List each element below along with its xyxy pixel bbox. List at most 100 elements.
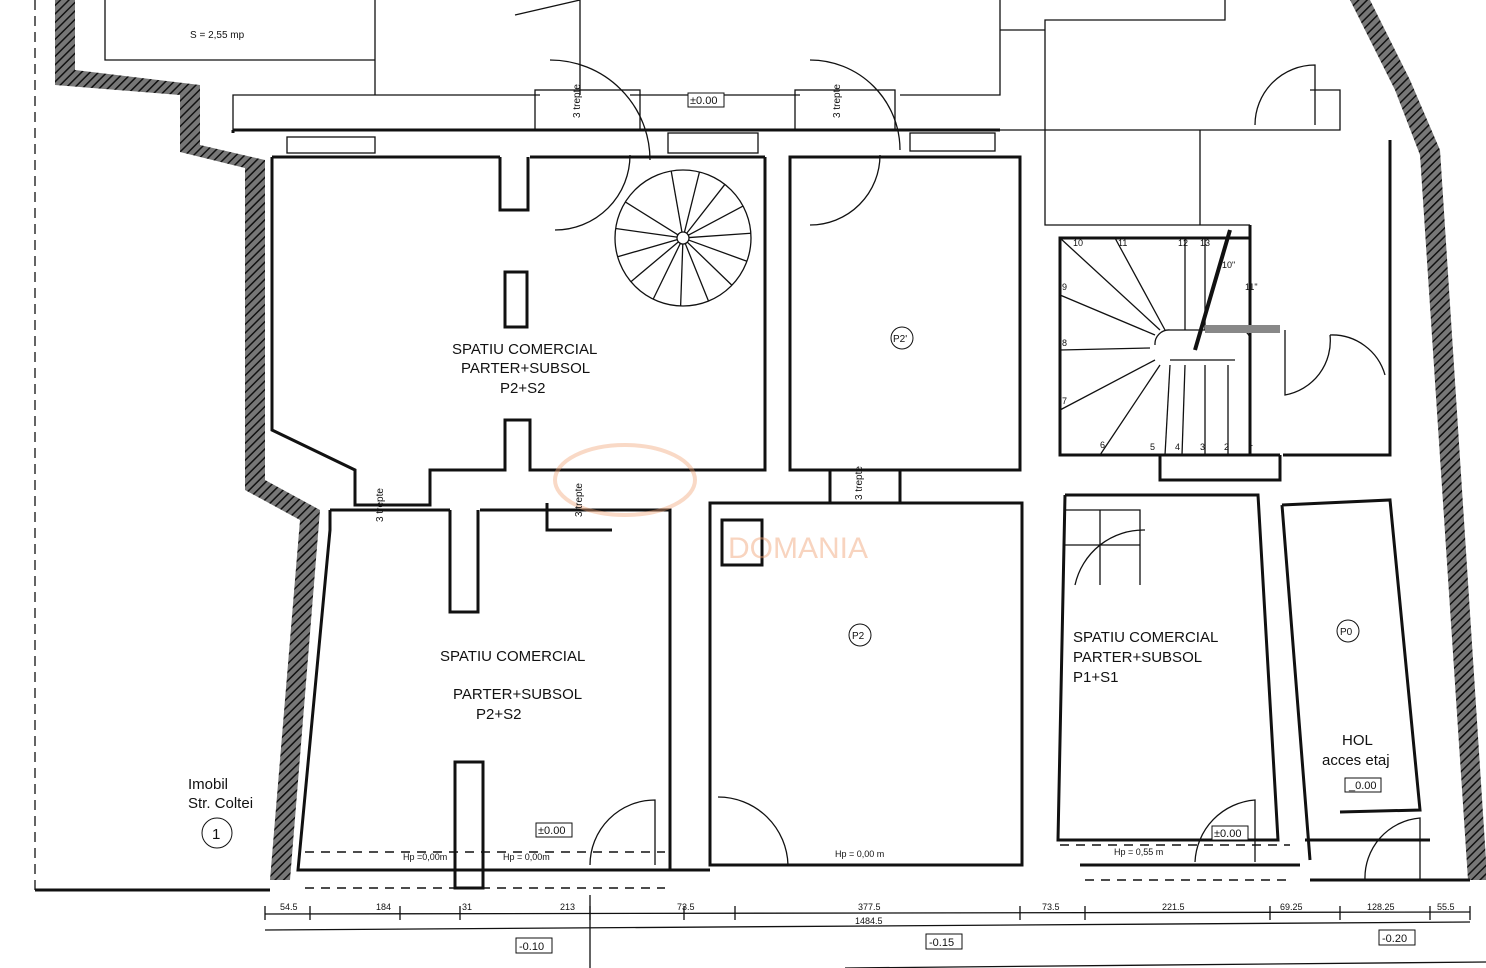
room-label: acces etaj — [1322, 752, 1390, 769]
room-label: P1+S1 — [1073, 669, 1118, 686]
top-window — [909, 132, 996, 152]
spiral-step — [617, 239, 678, 258]
neighbor-label: Str. Coltei — [188, 795, 253, 812]
door-swing — [1194, 799, 1256, 863]
room-hol-walls — [1280, 498, 1430, 861]
stair-step-number: 12 — [1178, 238, 1188, 248]
spiral-step — [686, 184, 726, 234]
room-p2-prime — [788, 155, 1022, 472]
watermark-swirl — [553, 443, 697, 517]
dimension-label: 377.5 — [858, 902, 881, 912]
level-marker: -0.20 — [1378, 929, 1416, 946]
spiral-step — [684, 243, 710, 302]
stair-step-number: 13 — [1200, 238, 1210, 248]
spiral-step — [687, 205, 744, 236]
passage — [828, 468, 902, 505]
level-marker: _0.00 — [1344, 777, 1382, 793]
dimension-label: 213 — [560, 902, 575, 912]
hp-label: Hp = 0,00 m — [835, 849, 884, 859]
room-label: SPATIU COMERCIAL — [452, 341, 597, 358]
neighbor-marker: 1 — [201, 817, 233, 849]
stair-step-number: 10" — [1222, 260, 1235, 270]
dimension-label: 54.5 — [280, 902, 298, 912]
stair-step-number: 10 — [1073, 238, 1083, 248]
spiral-step — [652, 243, 681, 300]
dimension-label: 73.5 — [1042, 902, 1060, 912]
dimension-label: 31 — [462, 902, 472, 912]
spiral-step — [686, 241, 733, 286]
hp-line — [305, 851, 665, 889]
room-marker-p2-prime: P2' — [890, 326, 914, 350]
pillar — [503, 270, 529, 329]
dimension-label: 73.5 — [677, 902, 695, 912]
right-boundary-wall — [1350, 0, 1486, 880]
stair-step-number: 11" — [1245, 282, 1258, 292]
svg-text:_0.00: _0.00 — [1348, 780, 1377, 792]
room-label: SPATIU COMERCIAL — [1073, 629, 1218, 646]
door-swing — [1284, 330, 1386, 396]
spiral-step — [615, 227, 678, 238]
svg-text:P2': P2' — [893, 334, 907, 345]
room-marker-p2: P2 — [848, 623, 872, 647]
svg-text:P2: P2 — [852, 631, 865, 642]
stairs-label: 3 trepte — [375, 488, 386, 522]
left-boundary-wall — [55, 0, 320, 880]
spiral-step — [679, 243, 684, 306]
level-marker: -0.15 — [925, 933, 963, 950]
svg-text:±0.00: ±0.00 — [690, 95, 717, 107]
stair-step-number: 4 — [1175, 442, 1180, 452]
dimension-label: 69.25 — [1280, 902, 1303, 912]
svg-text:±0.00: ±0.00 — [538, 825, 565, 837]
stair-step-number: 9 — [1062, 282, 1067, 292]
room-p2-s2-top-walls — [270, 157, 767, 507]
stairs-label: 3 trepte — [572, 84, 583, 118]
stair-step-number: 5 — [1150, 442, 1155, 452]
door-swing — [1364, 817, 1421, 881]
spiral-step — [630, 241, 679, 283]
stairs-label: 3 trepte — [832, 84, 843, 118]
spiral-step — [688, 239, 748, 262]
shaft — [720, 518, 764, 567]
level-marker: -0.10 — [515, 937, 553, 954]
stair-step-number: 1 — [1248, 438, 1253, 448]
hp-label: Hp = 0,55 m — [1114, 847, 1163, 857]
svg-text:±0.00: ±0.00 — [1214, 828, 1241, 840]
dimension-label: 184 — [376, 902, 391, 912]
room-label: PARTER+SUBSOL — [461, 360, 590, 377]
svg-text:-0.10: -0.10 — [519, 941, 544, 953]
stair-step-number: 7 — [1062, 396, 1067, 406]
level-marker: ±0.00 — [687, 92, 725, 108]
door-swing — [549, 59, 1316, 231]
door-swing — [589, 799, 656, 866]
room-p2 — [708, 501, 1024, 867]
dimension-label: 55.5 — [1437, 902, 1455, 912]
spiral-step — [670, 170, 683, 233]
top-stairs-right — [794, 89, 896, 131]
level-marker: ±0.00 — [1211, 825, 1249, 841]
stair-step-number: 11 — [1118, 238, 1127, 248]
svg-text:P0: P0 — [1340, 627, 1353, 638]
right-corridor-walls — [1158, 140, 1392, 482]
stair-step-number: 8 — [1062, 338, 1067, 348]
dimension-label: 128.25 — [1367, 902, 1395, 912]
stair-treads — [1059, 237, 1251, 456]
hp-line — [1060, 844, 1290, 881]
hp-label: Hp = 0,00m — [503, 852, 550, 862]
spiral-step — [683, 171, 701, 233]
small-stair — [1065, 509, 1146, 586]
spiral-step — [688, 232, 751, 239]
room-label: PARTER+SUBSOL — [1073, 649, 1202, 666]
room-label: SPATIU COMERCIAL — [440, 648, 585, 665]
stairs-label: 3 trepte — [574, 483, 585, 517]
room-p1-s1-walls — [1056, 493, 1280, 842]
top-stairs-left — [534, 89, 641, 131]
room-label: HOL — [1342, 732, 1373, 749]
neighbor-label: Imobil — [188, 776, 228, 793]
room-label: P2+S2 — [476, 706, 521, 723]
room-label: P2+S2 — [500, 380, 545, 397]
stair-step-number: 6 — [1100, 440, 1105, 450]
dimension-label: 221.5 — [1162, 902, 1185, 912]
room-staircase — [1058, 236, 1252, 457]
handrail — [1193, 229, 1232, 351]
